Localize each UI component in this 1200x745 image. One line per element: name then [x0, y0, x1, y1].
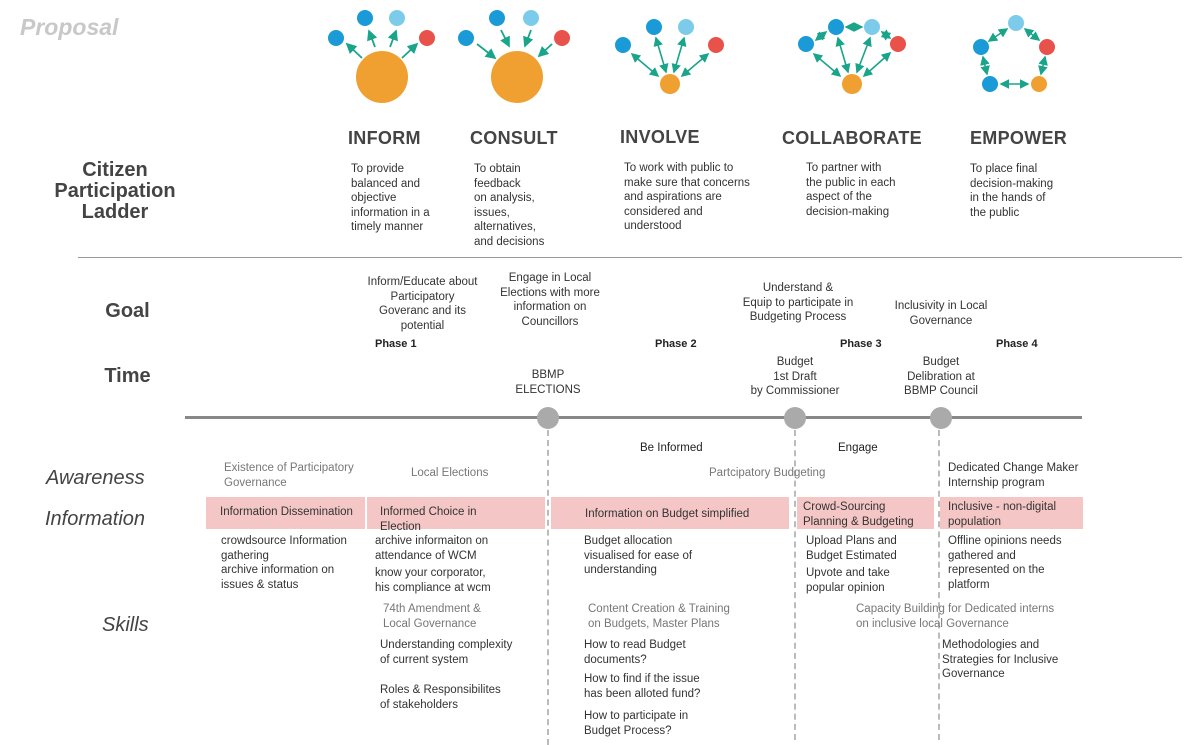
info-band: [940, 497, 1083, 529]
info-item: Information on Budget simplified: [585, 508, 750, 520]
skill-item: Methodologies and Strategies for Inclusi…: [942, 639, 1059, 680]
skill-heading: Content Creation & Training on Budgets, …: [588, 603, 730, 630]
ladder-desc-involve: To work with public to make sure that co…: [624, 162, 750, 232]
time-event-elections: BBMP ELECTIONS: [515, 369, 581, 396]
stage-label-engage: Engage: [838, 442, 878, 454]
watermark: Proposal: [20, 14, 119, 40]
ladder-title-involve: INVOLVE: [620, 127, 700, 147]
ladder-desc-consult: To obtain feedback on analysis, issues, …: [474, 163, 545, 248]
info-detail: crowdsource Information gathering archiv…: [221, 535, 347, 591]
collaborate-icon: [798, 19, 906, 94]
ladder-desc-inform: To provide balanced and objective inform…: [351, 163, 430, 233]
row-label-awareness: Awareness: [46, 467, 145, 489]
phase-divider: [938, 430, 940, 740]
phase-1-label: Phase 1: [375, 338, 417, 350]
consult-icon: [458, 10, 570, 103]
info-band: [551, 497, 789, 529]
info-detail: Budget allocation visualised for ease of…: [584, 535, 693, 576]
phase-divider: [794, 430, 796, 740]
info-detail: Offline opinions needs gathered and repr…: [948, 535, 1062, 591]
ladder-title-inform: INFORM: [348, 128, 421, 148]
info-detail: Upload Plans and Budget Estimated: [806, 535, 897, 562]
timeline-node-budget-draft: [784, 407, 806, 429]
section-divider: [78, 257, 1182, 258]
row-label-information: Information: [45, 508, 146, 530]
row-label-time: Time: [104, 365, 151, 387]
involve-icon: [615, 19, 724, 94]
row-label-ladder: Citizen Participation Ladder: [54, 159, 176, 223]
goal-phase-1: Inform/Educate about Participatory Gover…: [367, 276, 478, 332]
timeline-node-budget-council: [930, 407, 952, 429]
info-item: Informed Choice in Election: [380, 506, 477, 533]
goal-phase-3: Understand & Equip to participate in Bud…: [742, 282, 854, 323]
phase-3-label: Phase 3: [840, 338, 882, 350]
awareness-item: Partcipatory Budgeting: [709, 467, 826, 479]
ladder-title-collaborate: COLLABORATE: [782, 128, 922, 148]
timeline-axis: [185, 416, 1082, 419]
info-item: Inclusive - non-digital population: [948, 501, 1057, 528]
awareness-item: Existence of Participatory Governance: [224, 462, 354, 489]
info-detail: archive informaiton on attendance of WCM: [375, 535, 489, 562]
info-detail: know your corporator, his compliance at …: [375, 567, 491, 594]
inform-icon: [328, 10, 435, 103]
skill-heading: Capacity Building for Dedicated interns …: [856, 603, 1055, 630]
awareness-item: Dedicated Change Maker Internship progra…: [948, 462, 1079, 489]
row-label-skills: Skills: [102, 614, 149, 636]
goal-phase-4: Inclusivity in Local Governance: [894, 300, 988, 327]
time-event-budget-council: Budget Delibration at BBMP Council: [904, 356, 978, 397]
stage-label-be-informed: Be Informed: [640, 442, 703, 454]
phase-2-label: Phase 2: [655, 338, 697, 350]
ladder-desc-empower: To place final decision-making in the ha…: [970, 163, 1054, 219]
skill-item: Roles & Responsibilites of stakeholders: [380, 684, 501, 711]
time-event-budget-draft: Budget 1st Draft by Commissioner: [750, 356, 840, 397]
info-band: [206, 497, 365, 529]
awareness-item: Local Elections: [411, 467, 489, 479]
phase-divider: [547, 430, 549, 745]
skill-item: How to read Budget documents?: [584, 639, 686, 666]
info-detail: Upvote and take popular opinion: [806, 567, 890, 594]
info-band: [797, 497, 934, 529]
empower-icon: [973, 15, 1055, 92]
ladder-title-empower: EMPOWER: [970, 128, 1068, 148]
skill-heading: 74th Amendment & Local Governance: [383, 603, 481, 630]
info-item: Information Dissemination: [220, 506, 353, 518]
skill-item: How to participate in Budget Process?: [584, 710, 689, 737]
skill-item: Understanding complexity of current syst…: [380, 639, 513, 666]
timeline-node-elections: [537, 407, 559, 429]
info-item: Crowd-Sourcing Planning & Budgeting: [803, 501, 914, 528]
phase-4-label: Phase 4: [996, 338, 1038, 350]
skill-item: How to find if the issue has been allote…: [584, 673, 701, 700]
ladder-title-consult: CONSULT: [470, 128, 558, 148]
row-label-goal: Goal: [105, 300, 150, 322]
goal-phase-2: Engage in Local Elections with more info…: [500, 272, 600, 328]
ladder-desc-collaborate: To partner with the public in each aspec…: [806, 162, 896, 218]
info-band: [367, 497, 545, 529]
